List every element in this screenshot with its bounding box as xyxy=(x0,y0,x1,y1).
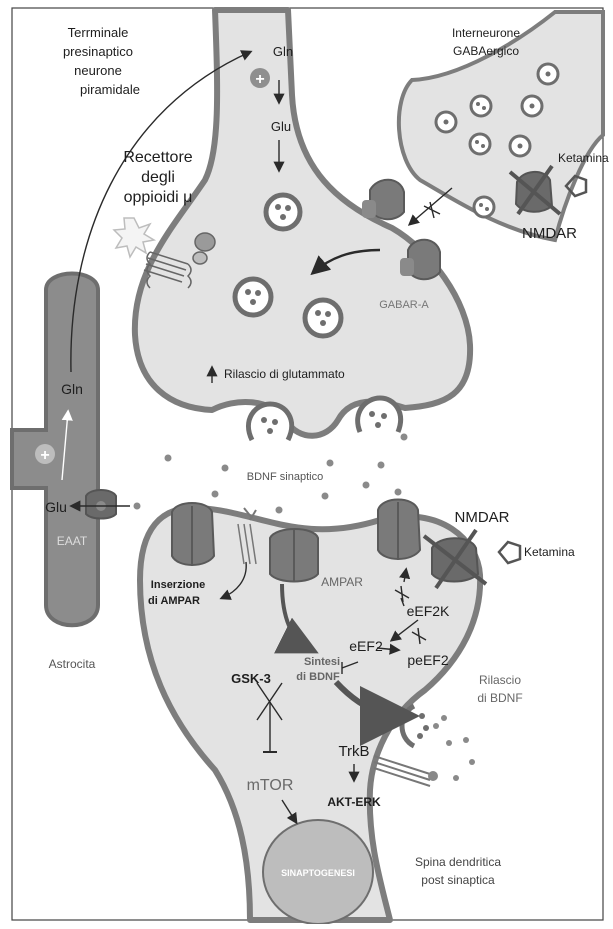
fusing-vesicle xyxy=(358,398,401,432)
gabar-a-label: GABAR-A xyxy=(379,299,429,311)
interneuron-label-2: GABAergico xyxy=(453,44,519,58)
presyn-title-line4: piramidale xyxy=(80,82,140,97)
bdnf-release-label-1: Rilascio xyxy=(479,673,521,687)
glutamate-release-label: Rilascio di glutammato xyxy=(224,367,345,381)
gsk3-label: GSK-3 xyxy=(231,671,271,686)
eaat-transporter xyxy=(86,490,116,519)
spine-label-2: post sinaptica xyxy=(421,873,495,887)
opioid-label-2: degli xyxy=(141,169,175,186)
mtor-label: mTOR xyxy=(247,777,294,794)
svg-text:+: + xyxy=(40,447,49,464)
ampar-receptor xyxy=(270,529,318,582)
vesicle xyxy=(305,300,341,336)
bdnf-synthesis-label-1: Sintesi xyxy=(304,656,340,668)
bdnf-synthesis-label-2: di BDNF xyxy=(296,671,340,683)
presyn-title-line3: neurone xyxy=(74,63,122,78)
presyn-title-line1: Terrminale xyxy=(68,25,129,40)
vesicle xyxy=(266,195,300,229)
ampar-insert-label-2: di AMPAR xyxy=(148,595,200,607)
plus-icon: + xyxy=(250,68,270,88)
ampar-receptor-inserting xyxy=(172,503,214,566)
vesicle xyxy=(235,279,271,315)
gln-top-label: Gln xyxy=(273,44,293,59)
trkb-label: TrkB xyxy=(338,743,369,760)
opioid-label-1: Recettore xyxy=(123,149,192,166)
astrocyte-label: Astrocita xyxy=(49,657,96,671)
spine-label-1: Spina dendritica xyxy=(415,855,501,869)
synaptic-bdnf-label: BDNF sinaptico xyxy=(247,471,323,483)
eef2k-label: eEF2K xyxy=(407,603,450,619)
peef2-label: peEF2 xyxy=(407,652,448,668)
opioid-label-3: oppioidi μ xyxy=(124,189,193,206)
ketamina-post-label: Ketamina xyxy=(524,545,575,559)
glu-astrocyte-label: Glu xyxy=(45,499,67,515)
plus-icon: + xyxy=(35,444,55,464)
fusing-vesicle xyxy=(248,404,291,440)
presyn-title-line2: presinaptico xyxy=(63,44,133,59)
gln-astrocyte-label: Gln xyxy=(61,381,83,397)
interneuron-label-1: Interneurone xyxy=(452,26,520,40)
glu-top-label: Glu xyxy=(271,119,291,134)
eaat-label: EAAT xyxy=(57,534,88,548)
akt-erk-label: AKT-ERK xyxy=(327,795,381,809)
ampar-receptor xyxy=(378,500,420,561)
bdnf-release-label-2: di BDNF xyxy=(477,691,522,705)
synaptogenesis-label: SINAPTOGENESI xyxy=(281,868,355,878)
eef2-label: eEF2 xyxy=(349,638,383,654)
ampar-insert-label-1: Inserzione xyxy=(151,579,205,591)
svg-text:+: + xyxy=(255,71,264,88)
nmdar-top-label: NMDAR xyxy=(522,225,577,242)
ampar-label: AMPAR xyxy=(321,575,363,589)
ketamina-top-label: Ketamina xyxy=(558,151,609,165)
nmdar-post-label: NMDAR xyxy=(455,509,510,526)
